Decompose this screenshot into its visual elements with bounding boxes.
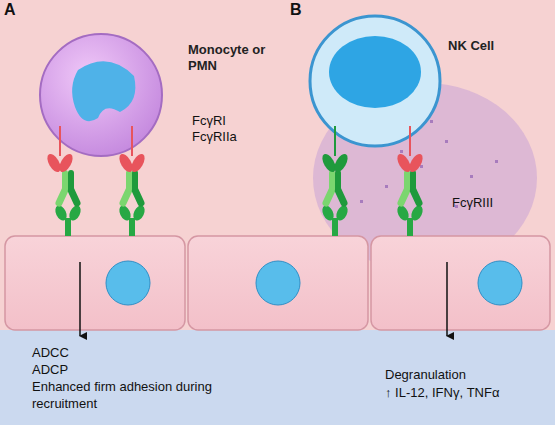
antibody [401,173,419,203]
effect-text: Enhanced firm adhesion during recruitmen… [32,378,267,412]
signal-arrow [446,262,448,336]
cell-outline [38,32,164,158]
cell-nucleus [478,261,522,305]
cell-node: Monocyte or PMN [38,32,164,158]
cell-outline [308,14,442,148]
antibody [59,173,77,203]
signal-arrow [79,262,81,336]
nucleus [72,61,135,121]
cell-name: NK Cell [448,38,528,54]
endothelial-cell [371,236,550,330]
cell-nucleus [106,261,150,305]
receptor-name: FcγRIII [452,194,542,211]
lumen-band [0,330,555,425]
effect-text: Degranulation [385,366,550,383]
nk-cell-body [310,16,440,146]
endothelial-cell [5,236,185,330]
antigen [53,204,83,236]
effect-text: ADCC [32,344,232,361]
cell-node: NK Cell [308,14,442,148]
effect-text: ADCP [32,361,232,378]
cell-name: Monocyte or PMN [188,42,283,74]
panel-letter: A [4,1,34,18]
cell-nucleus [256,261,300,305]
antigen [395,204,425,236]
monocyte-body [40,34,162,156]
panel-letter: B [290,1,320,18]
effect-text: ↑ IL-12, IFNγ, TNFα [385,384,550,401]
antigen [117,204,147,236]
receptor-name: FcγRIIa [192,128,282,145]
antibody [123,173,141,203]
nucleus [329,36,421,108]
antibody [326,173,344,203]
endothelial-cell [188,236,368,330]
receptor-name: FcγRI [192,112,282,129]
antigen [320,204,350,236]
